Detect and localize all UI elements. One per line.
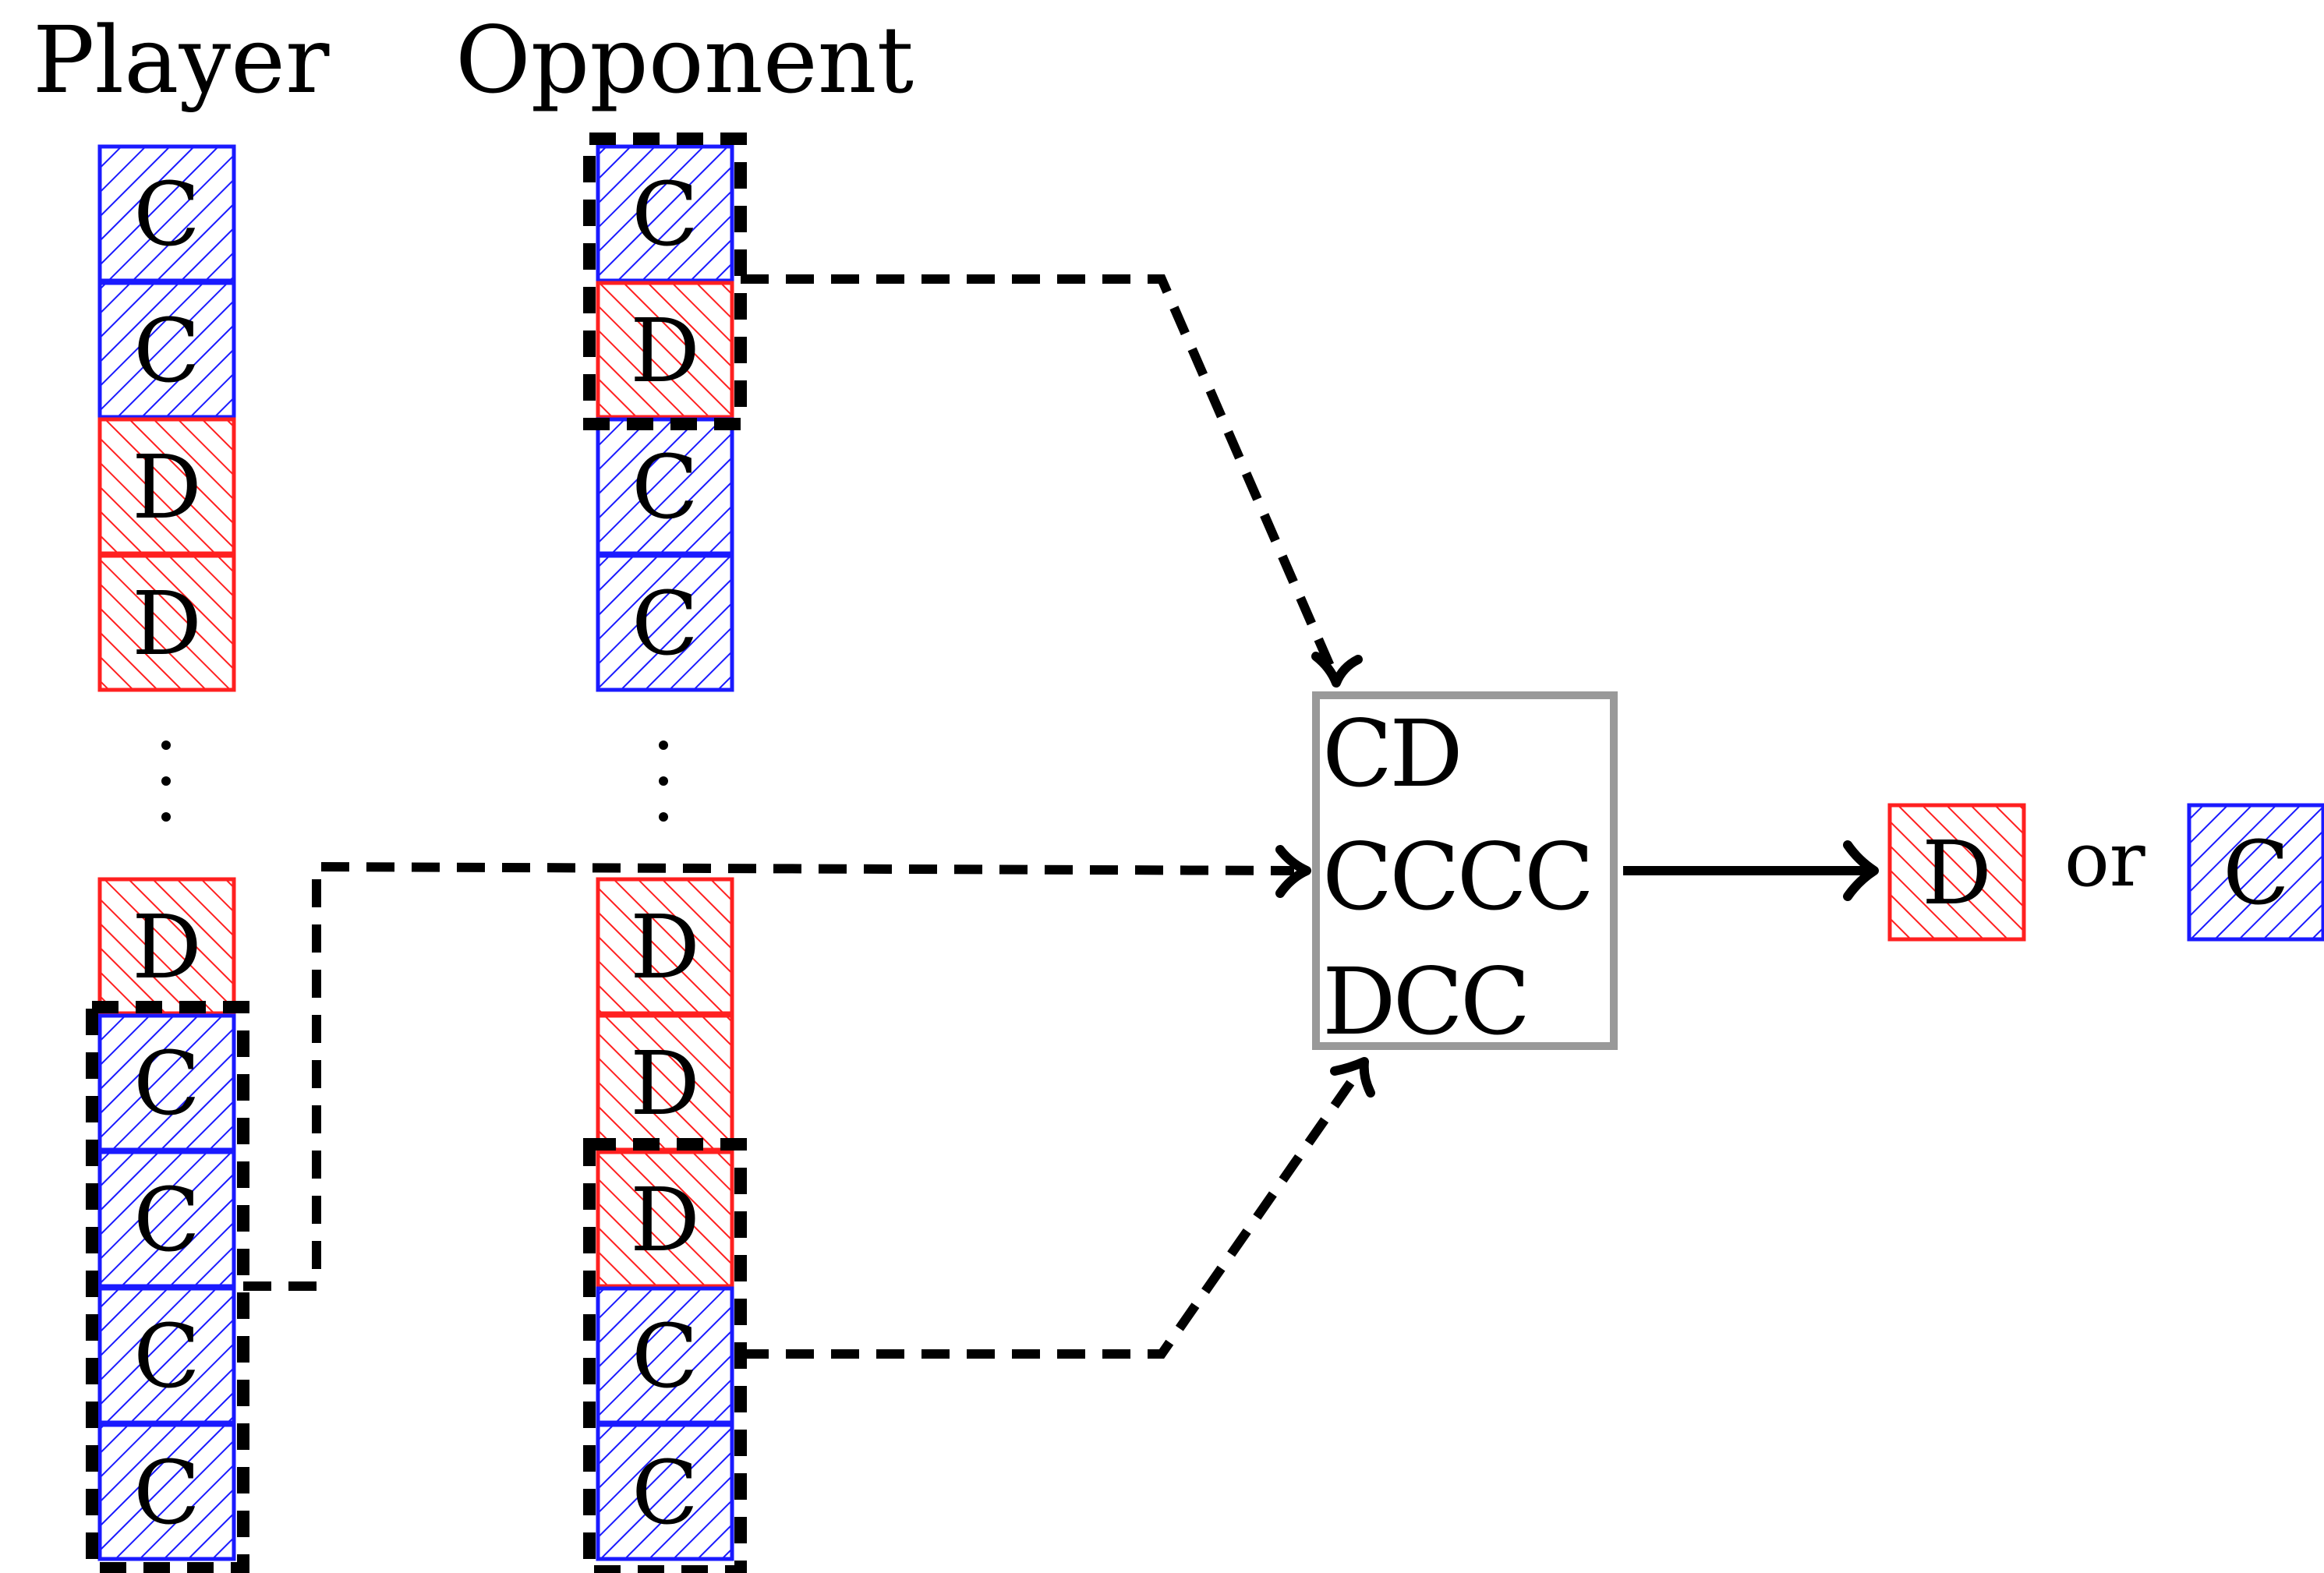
player-memory-arrowhead <box>1275 845 1311 898</box>
opponent-move-tile: D <box>596 1150 734 1288</box>
player-column-title: Player <box>33 6 330 114</box>
player-move-tile: C <box>97 1286 236 1425</box>
output-option-cooperate-label: C <box>2223 823 2290 924</box>
opponent-move-tile-label: C <box>631 1306 699 1408</box>
opponent-memory-arrowhead <box>1311 652 1363 688</box>
opponent-move-tile: C <box>596 1286 734 1425</box>
or-label: or <box>2064 816 2145 903</box>
output-option-cooperate: C <box>2187 803 2324 942</box>
opponent-recent-arrowhead <box>1330 1057 1375 1098</box>
player-move-tile: C <box>97 1423 236 1561</box>
opponent-move-tile-label: C <box>631 1443 699 1544</box>
player-move-tile: C <box>97 1013 236 1152</box>
opponent-move-tile-label: D <box>630 1034 700 1135</box>
player-move-tile-label: D <box>132 897 202 999</box>
output-arrowhead <box>1843 840 1879 901</box>
player-move-tile: D <box>97 877 236 1016</box>
opponent-move-tile-label: C <box>631 574 699 675</box>
player-memory-arrow <box>243 861 1295 1291</box>
memory-box-line-3: DCC <box>1322 948 1530 1055</box>
player-move-tile: C <box>97 281 236 419</box>
opponent-move-tile-label: D <box>630 1170 700 1271</box>
player-move-tile-label: C <box>133 164 200 266</box>
opponent-move-tile: C <box>596 1423 734 1561</box>
player-move-tile-label: D <box>132 574 202 675</box>
player-move-tile-label: C <box>133 1170 200 1271</box>
opponent-move-tile-label: D <box>630 301 700 402</box>
player-move-tile-label: D <box>132 437 202 539</box>
player-move-tile-label: C <box>133 1306 200 1408</box>
output-option-defect: D <box>1887 803 2026 942</box>
player-window-bottom <box>86 1001 249 1573</box>
output-option-defect-label: D <box>1922 823 1992 924</box>
player-ellipsis <box>161 741 171 848</box>
arrows-layer <box>243 274 1879 1359</box>
opponent-move-tile: D <box>596 1013 734 1152</box>
player-move-tile: D <box>97 417 236 556</box>
opponent-move-tile-label: C <box>631 437 699 539</box>
opponent-move-tile-label: D <box>630 897 700 999</box>
memory-box-line-1: CD <box>1322 700 1463 808</box>
opponent-move-tile: D <box>596 281 734 419</box>
opponent-move-tile: C <box>596 417 734 556</box>
opponent-move-tile: C <box>596 144 734 283</box>
player-move-tile: C <box>97 144 236 283</box>
player-move-tile-label: C <box>133 1443 200 1544</box>
player-move-tile-label: C <box>133 301 200 402</box>
player-move-tile: C <box>97 1150 236 1288</box>
player-move-tile: D <box>97 553 236 692</box>
opponent-memory-arrow <box>741 274 1339 679</box>
opponent-recent-arrow <box>741 1071 1360 1359</box>
memory-box-line-2: CCCC <box>1322 823 1594 931</box>
player-move-tile-label: C <box>133 1034 200 1135</box>
opponent-move-tile-label: C <box>631 164 699 266</box>
opponent-ellipsis <box>659 741 668 848</box>
memory-box <box>1312 691 1618 1050</box>
opponent-move-tile: C <box>596 553 734 692</box>
opponent-move-tile: D <box>596 877 734 1016</box>
opponent-column-title: Opponent <box>455 6 914 114</box>
